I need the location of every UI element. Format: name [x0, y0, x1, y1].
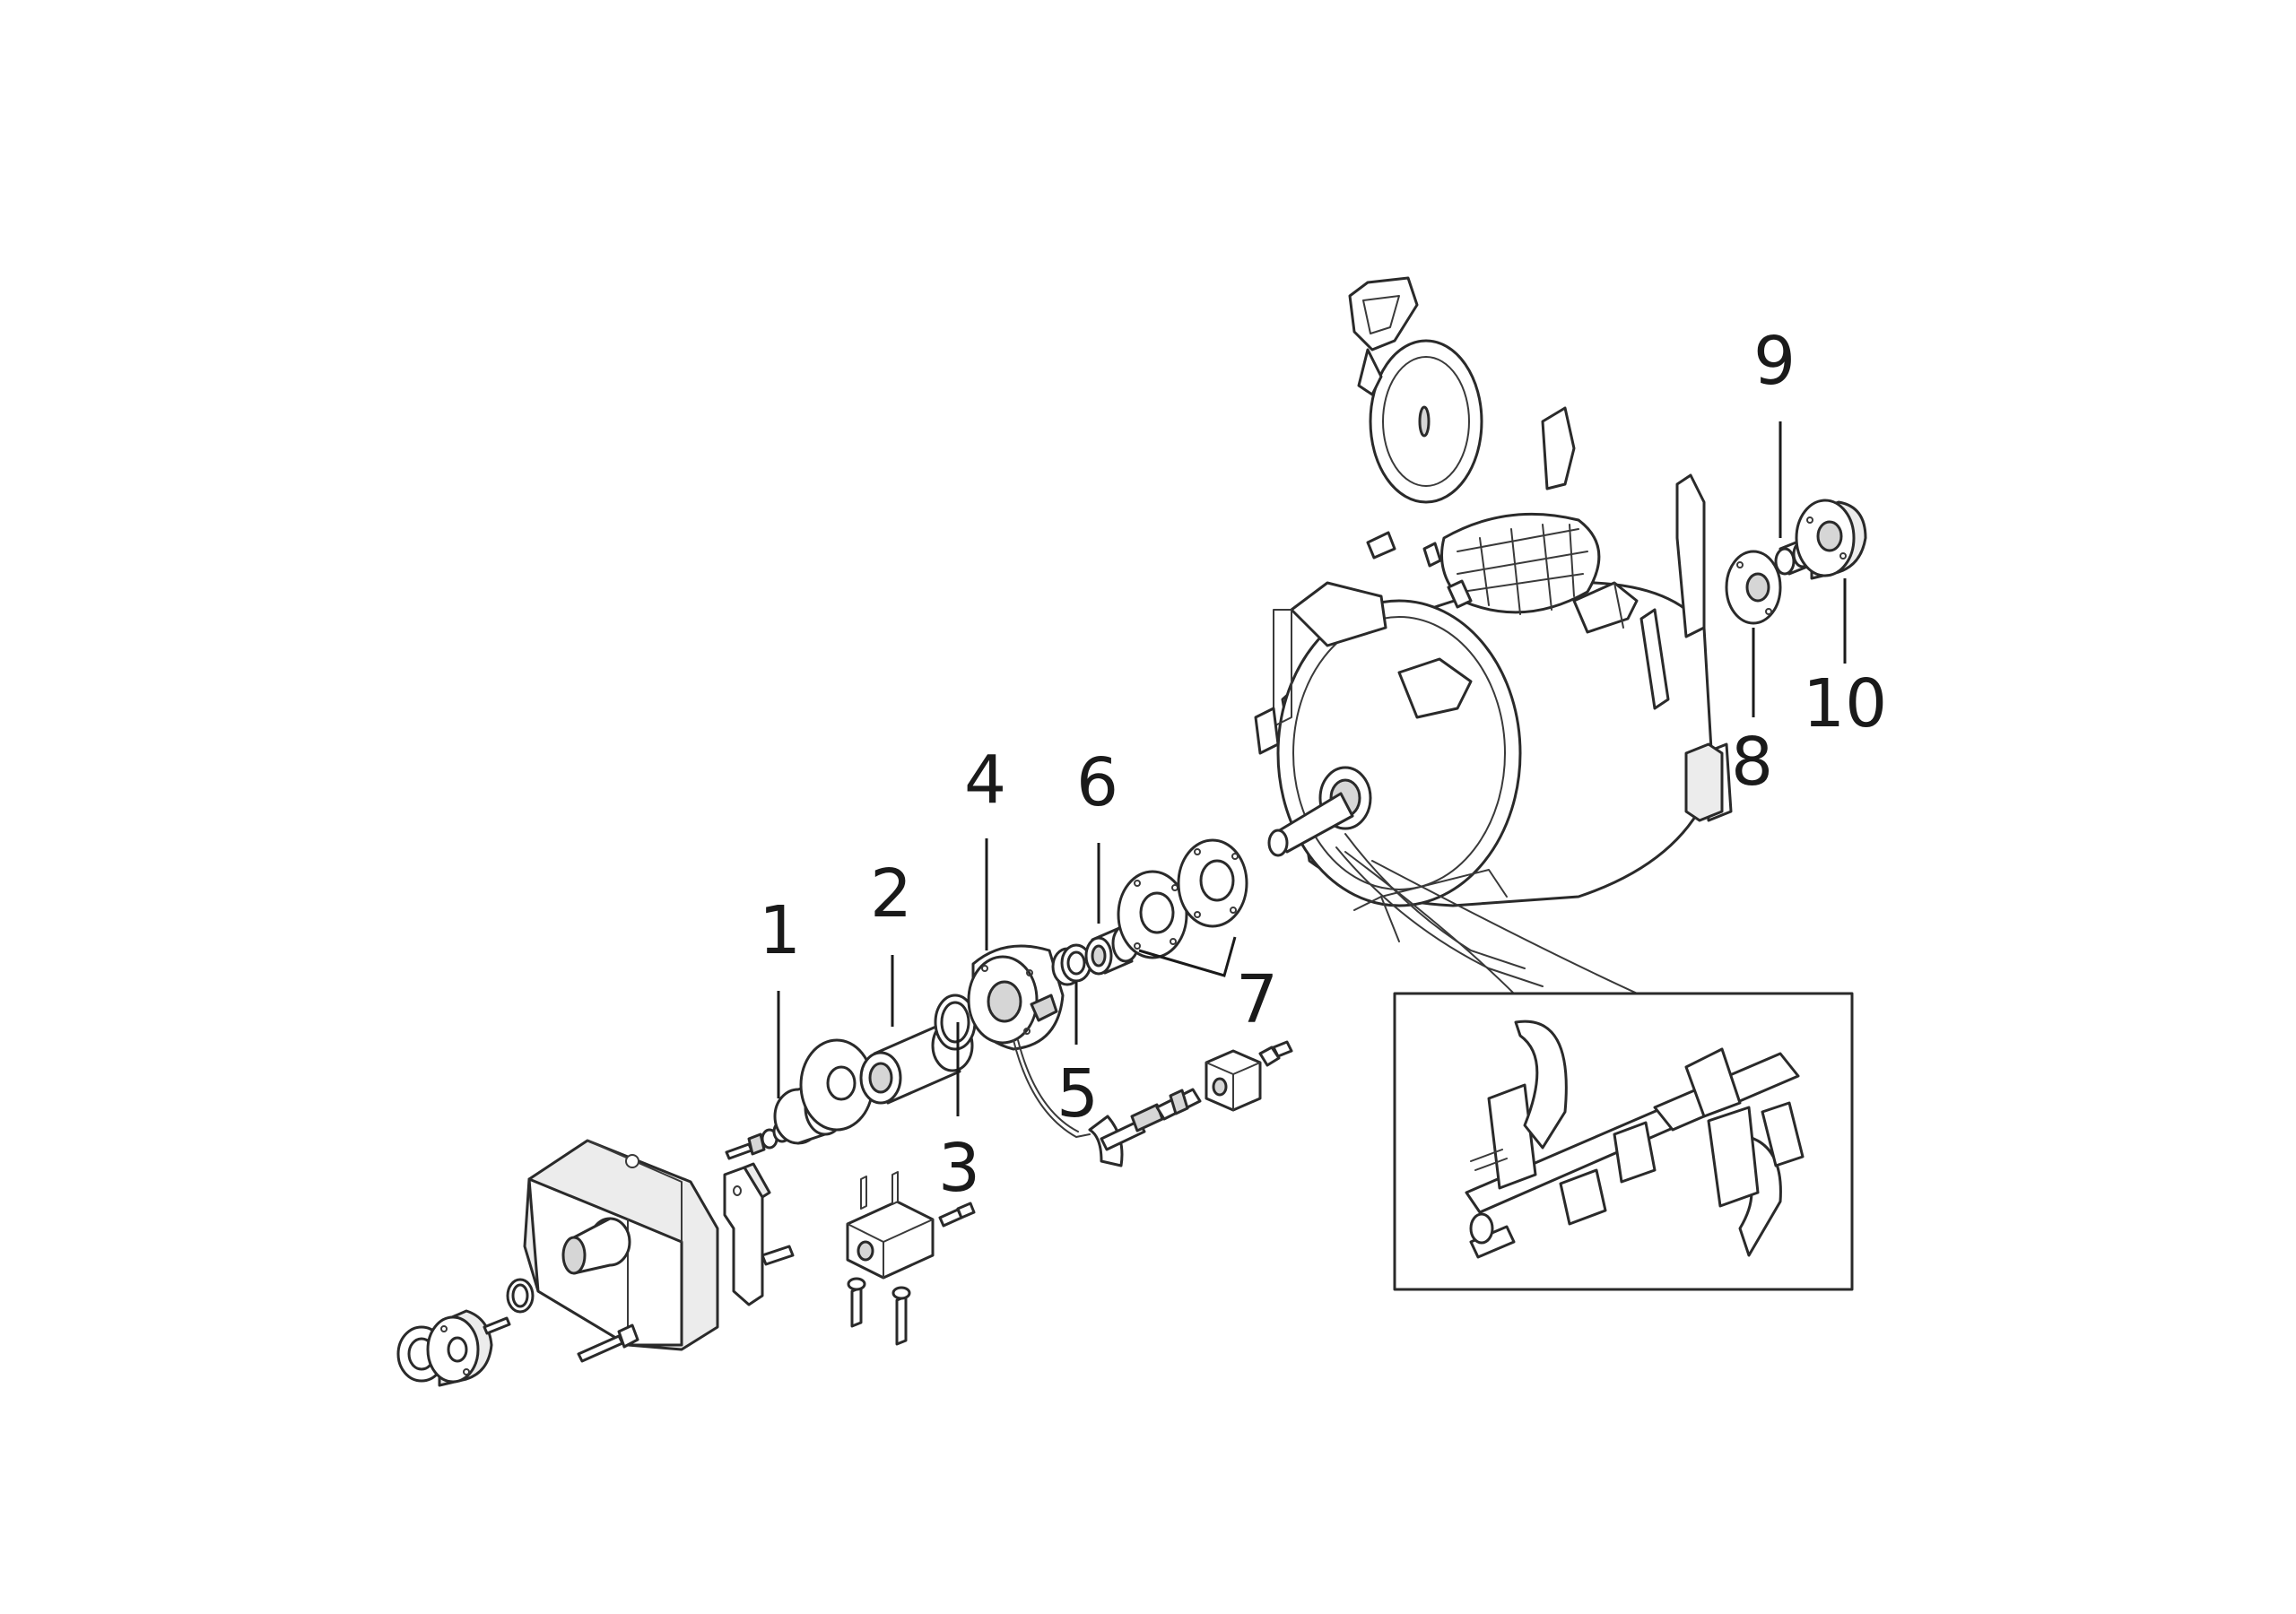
part-label-8: 8 — [1731, 724, 1773, 801]
circlip — [506, 1278, 535, 1314]
part-label-6: 6 — [1076, 744, 1118, 821]
part-1-washer — [799, 1038, 874, 1132]
mounting-plate — [723, 1162, 795, 1306]
part-5-ring — [1051, 943, 1092, 986]
square-block — [1205, 1049, 1262, 1112]
shaft-flange — [396, 1309, 493, 1387]
part-7-flange-a — [1117, 870, 1188, 959]
gearbox — [523, 1139, 719, 1363]
part-3-o-ring — [934, 994, 977, 1051]
hose-elbow — [1088, 1103, 1164, 1167]
part-label-2: 2 — [870, 855, 912, 933]
drum-foot-block — [1684, 742, 1724, 822]
part-label-9: 9 — [1753, 323, 1796, 400]
part-8-flange — [1725, 550, 1782, 625]
hose-nipple — [1155, 1088, 1202, 1121]
leader-7 — [1138, 936, 1237, 977]
bracket-bolts — [847, 1171, 911, 1346]
part-label-10: 10 — [1803, 665, 1887, 742]
part-6-sleeve — [1084, 924, 1140, 976]
part-4-bearing-housing — [967, 944, 1091, 1138]
leader-lines — [777, 421, 1847, 1116]
part-label-3: 3 — [938, 1130, 980, 1207]
part-labels: 1 2 3 4 5 6 7 8 9 10 — [759, 323, 1887, 1207]
small-pin — [483, 1316, 511, 1335]
part-label-4: 4 — [964, 742, 1006, 819]
part-label-5: 5 — [1057, 1055, 1099, 1132]
part-10-flange — [1795, 499, 1867, 580]
part-label-7: 7 — [1236, 961, 1278, 1038]
small-fitting — [1258, 1040, 1293, 1067]
support-bracket — [846, 1200, 976, 1280]
inset-detail-view — [1344, 851, 1854, 1291]
part-7-flange-b — [1177, 838, 1248, 928]
part-label-1: 1 — [759, 892, 801, 969]
main-drum — [1254, 276, 1733, 987]
